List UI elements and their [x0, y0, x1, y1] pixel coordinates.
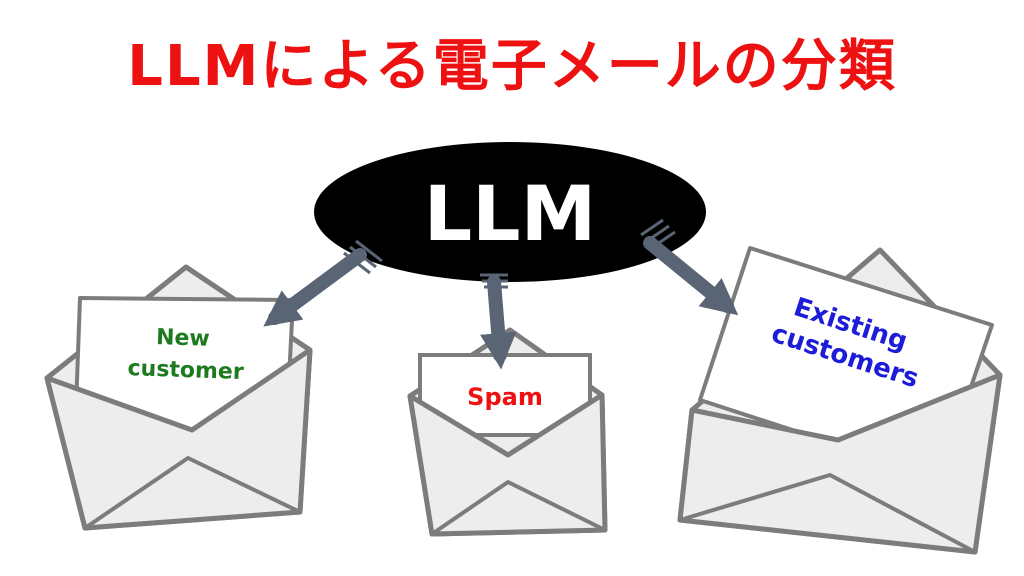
- arrow-to-new-customer: [263, 239, 383, 327]
- envelope-fold: [83, 456, 301, 530]
- llm-node-ellipse: [314, 142, 706, 282]
- arrow-to-existing-customers: [640, 218, 739, 316]
- email-envelope-existing-customers: Existing customers: [677, 246, 1003, 555]
- envelope-fold: [430, 480, 606, 536]
- llm-node: LLM: [314, 142, 706, 282]
- email-label-line: Spam: [467, 383, 543, 411]
- arrow-to-spam: [480, 273, 517, 370]
- llm-node-label: LLM: [424, 169, 596, 258]
- envelope-front: [407, 392, 608, 537]
- diagram-title: LLMによる電子メールの分類: [127, 34, 897, 99]
- email-envelope-spam: Spam: [407, 327, 608, 537]
- email-envelope-new-customer: New customer: [44, 264, 313, 531]
- email-label-line: customer: [127, 356, 244, 385]
- email-label-spam: Spam: [467, 383, 543, 411]
- email-label-line: New: [156, 325, 211, 352]
- envelope-fold: [679, 473, 976, 554]
- envelope-front: [677, 372, 1003, 555]
- email-label-new-customer: New customer: [127, 324, 245, 385]
